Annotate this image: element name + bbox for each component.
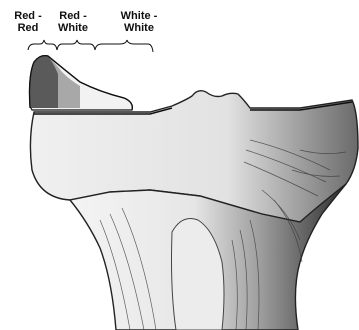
bracket-white-white bbox=[95, 40, 153, 52]
meniscus-cross-section bbox=[30, 56, 133, 110]
tibia-bone bbox=[30, 91, 358, 330]
bracket-red-white bbox=[57, 40, 95, 50]
bracket-red-red bbox=[28, 40, 57, 50]
zone-brackets bbox=[28, 40, 153, 52]
